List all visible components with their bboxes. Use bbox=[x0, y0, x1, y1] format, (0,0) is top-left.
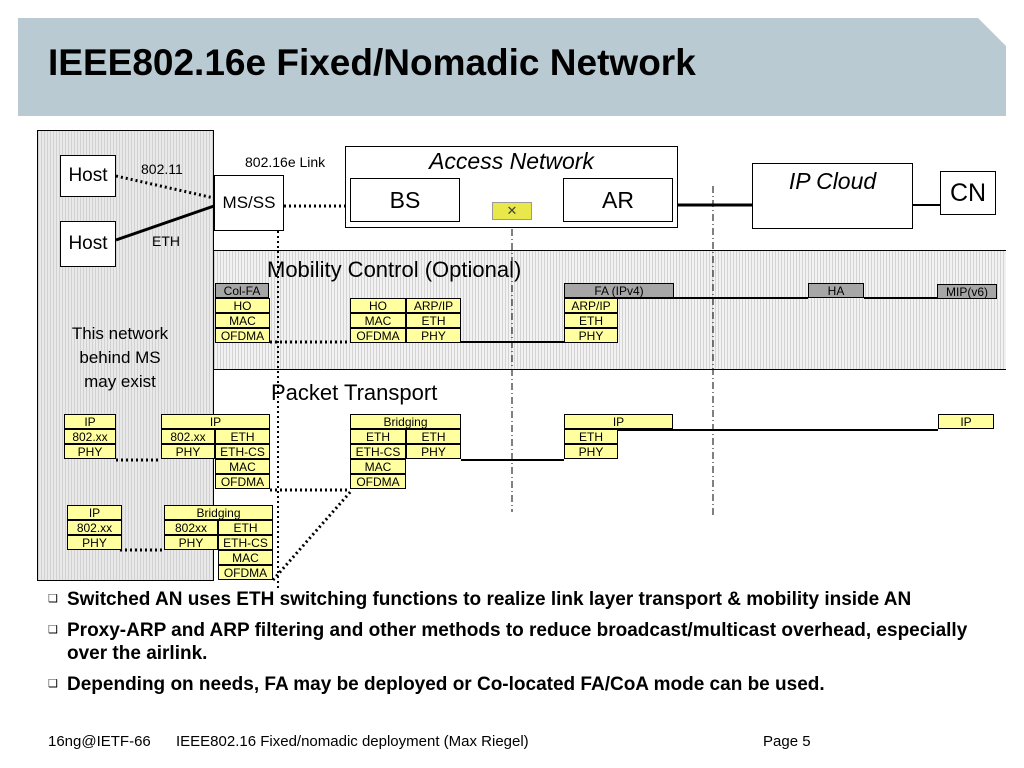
bullet-marker: ❑ bbox=[48, 624, 58, 636]
ar-eth-cell: ETH bbox=[564, 313, 618, 328]
bs-mac-cell: MAC bbox=[350, 313, 406, 328]
h1-ip-cell: IP bbox=[64, 414, 116, 429]
h1-80211-cell: 802.xx bbox=[64, 429, 116, 444]
ms1-80211-cell: 802.xx bbox=[161, 429, 215, 444]
bs2-phy-cell: PHY bbox=[406, 444, 461, 459]
ip-cloud-box bbox=[752, 163, 913, 229]
host-node-1: Host bbox=[60, 155, 116, 197]
ms-ofdma-cell: OFDMA bbox=[215, 328, 270, 343]
ms2-ofdma-cell: OFDMA bbox=[218, 565, 273, 580]
bs-ho-cell: HO bbox=[350, 298, 406, 313]
eth-link bbox=[115, 204, 215, 242]
ms-note-line-2: behind MS bbox=[79, 348, 161, 367]
bullet-text: Depending on needs, FA may be deployed o… bbox=[67, 674, 825, 695]
bs-ofdma-cell: OFDMA bbox=[350, 328, 406, 343]
mip-label: MIP(v6) bbox=[937, 284, 997, 299]
h1-phy-cell: PHY bbox=[64, 444, 116, 459]
ms1-ethcs-cell: ETH-CS bbox=[215, 444, 270, 459]
footer-left: 16ng@IETF-66 bbox=[48, 733, 151, 750]
bullet-text: Proxy-ARP and ARP filtering and other me… bbox=[67, 620, 968, 664]
ms2-bs-ofdma-link bbox=[271, 489, 354, 581]
ms2-phy-cell: PHY bbox=[164, 535, 218, 550]
bullet-text: Switched AN uses ETH switching functions… bbox=[67, 589, 912, 610]
ip-cloud-label: IP Cloud bbox=[788, 168, 877, 194]
ms-note-line-1: This network bbox=[71, 324, 169, 343]
bullet-marker: ❑ bbox=[48, 678, 58, 690]
bs2-mac-cell: MAC bbox=[350, 459, 406, 474]
bullet-item: ❑ Switched AN uses ETH switching functio… bbox=[48, 588, 988, 611]
cn-ip-cell: IP bbox=[938, 414, 994, 429]
bullet-item: ❑ Depending on needs, FA may be deployed… bbox=[48, 673, 988, 696]
mobility-section-title: Mobility Control (Optional) bbox=[267, 257, 522, 282]
transport-section-title: Packet Transport bbox=[271, 380, 438, 405]
bs2-ofdma-cell: OFDMA bbox=[350, 474, 406, 489]
ms1-mac-cell: MAC bbox=[215, 459, 270, 474]
bs-arpip-cell: ARP/IP bbox=[406, 298, 461, 313]
ms-ho-cell: HO bbox=[215, 298, 270, 313]
bs2-eth1-cell: ETH bbox=[350, 429, 406, 444]
ms1-eth-cell: ETH bbox=[215, 429, 270, 444]
h2-80211-cell: 802.xx bbox=[67, 520, 122, 535]
ms2-ethcs-cell: ETH-CS bbox=[218, 535, 273, 550]
bs2-eth2-cell: ETH bbox=[406, 429, 461, 444]
cn-node: CN bbox=[940, 171, 996, 215]
bullet-list: ❑ Switched AN uses ETH switching functio… bbox=[48, 588, 988, 704]
eth-link-label: ETH bbox=[152, 233, 180, 249]
ms1-ofdma-cell: OFDMA bbox=[215, 474, 270, 489]
ar-node: AR bbox=[563, 178, 673, 222]
ethernet-switch-icon: ✕ bbox=[492, 202, 532, 220]
access-network-label: Access Network bbox=[429, 148, 594, 174]
bs2-ethcs-cell: ETH-CS bbox=[350, 444, 406, 459]
host-node-2: Host bbox=[60, 221, 116, 267]
ms-ss-node: MS/SS bbox=[214, 175, 284, 231]
footer-center: IEEE802.16 Fixed/nomadic deployment (Max… bbox=[176, 733, 529, 750]
ms1-ip-cell: IP bbox=[161, 414, 270, 429]
bs-eth-cell: ETH bbox=[406, 313, 461, 328]
bullet-marker: ❑ bbox=[48, 593, 58, 605]
bs-phy-cell: PHY bbox=[406, 328, 461, 343]
col-fa-label: Col-FA bbox=[215, 283, 269, 298]
ms-mac-cell: MAC bbox=[215, 313, 270, 328]
ar-phy-cell: PHY bbox=[564, 328, 618, 343]
ha-label: HA bbox=[808, 283, 864, 298]
ar2-ip-cell: IP bbox=[564, 414, 673, 429]
ms-note-line-3: may exist bbox=[84, 372, 156, 391]
title-banner bbox=[18, 18, 1006, 116]
ms2-mac-cell: MAC bbox=[218, 550, 273, 565]
bullet-item: ❑ Proxy-ARP and ARP filtering and other … bbox=[48, 619, 988, 665]
bs-node: BS bbox=[350, 178, 460, 222]
ar-arpip-cell: ARP/IP bbox=[564, 298, 618, 313]
wifi-link bbox=[115, 174, 215, 200]
footer-page-number: Page 5 bbox=[763, 733, 811, 750]
bs2-bridging-cell: Bridging bbox=[350, 414, 461, 429]
ms2-80211-cell: 802xx bbox=[164, 520, 218, 535]
ar2-eth-cell: ETH bbox=[564, 429, 618, 444]
ms1-phy-cell: PHY bbox=[161, 444, 215, 459]
ms2-bridging-cell: Bridging bbox=[164, 505, 273, 520]
airlink-label: 802.16e Link bbox=[245, 154, 326, 170]
ms-network-note: This network behind MS may exist bbox=[48, 322, 192, 394]
fa-label: FA (IPv4) bbox=[564, 283, 674, 298]
page-title: IEEE802.16e Fixed/Nomadic Network bbox=[48, 42, 696, 83]
h2-ip-cell: IP bbox=[67, 505, 122, 520]
wifi-link-label: 802.11 bbox=[141, 161, 183, 177]
h2-phy-cell: PHY bbox=[67, 535, 122, 550]
ar2-phy-cell: PHY bbox=[564, 444, 618, 459]
ms2-eth-cell: ETH bbox=[218, 520, 273, 535]
